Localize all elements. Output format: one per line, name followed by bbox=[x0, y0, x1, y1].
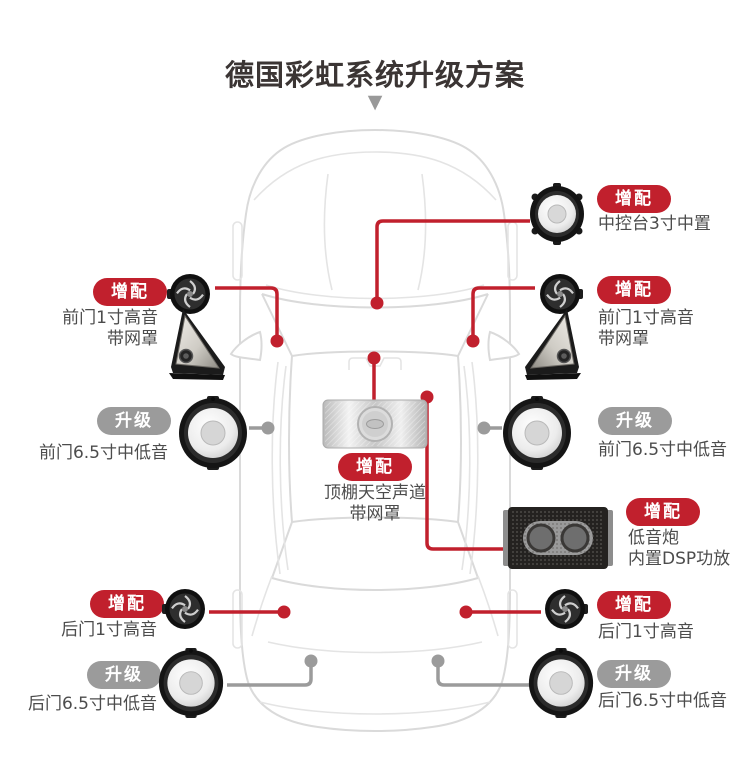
center-speaker-image bbox=[530, 183, 584, 245]
roof-speaker-image bbox=[322, 399, 428, 449]
label-line: 带网罩 bbox=[598, 329, 649, 349]
label-line: 中控台3寸中置 bbox=[598, 214, 711, 234]
midwoofer-speaker-image bbox=[528, 648, 594, 718]
tweeter-image bbox=[167, 274, 210, 314]
right-mirror bbox=[487, 330, 521, 362]
component-label: 中控台3寸中置 bbox=[598, 214, 711, 235]
add-badge: 增配 bbox=[597, 185, 671, 213]
label-line: 顶棚天空声道 bbox=[324, 483, 426, 503]
label-line: 内置DSP功放 bbox=[628, 549, 731, 569]
label-line: 低音炮 bbox=[628, 528, 679, 548]
upgrade-badge: 升级 bbox=[597, 660, 671, 688]
sail-panel-image bbox=[525, 309, 581, 380]
sail-panel-image bbox=[169, 309, 225, 380]
label-line: 后门6.5寸中低音 bbox=[27, 694, 157, 714]
component-label: 前门6.5寸中低音 bbox=[598, 440, 727, 461]
subwoofer-image bbox=[503, 507, 613, 569]
add-badge: 增配 bbox=[597, 276, 671, 304]
tweeter-image bbox=[545, 589, 588, 629]
component-label: 前门6.5寸中低音 bbox=[28, 443, 168, 464]
add-badge: 增配 bbox=[338, 453, 412, 481]
left-mirror bbox=[229, 330, 263, 362]
label-line: 后门6.5寸中低音 bbox=[598, 691, 728, 711]
upgrade-badge: 升级 bbox=[87, 661, 161, 689]
upgrade-badge: 升级 bbox=[97, 407, 171, 435]
midwoofer-speaker-image bbox=[503, 396, 571, 470]
add-badge: 增配 bbox=[90, 590, 164, 618]
label-line: 前门1寸高音 bbox=[598, 308, 694, 328]
component-label: 前门1寸高音 带网罩 bbox=[40, 308, 158, 350]
add-badge: 增配 bbox=[93, 278, 167, 306]
label-line: 带网罩 bbox=[107, 329, 158, 349]
component-label: 后门1寸高音 bbox=[598, 622, 694, 643]
component-label: 前门1寸高音 带网罩 bbox=[598, 308, 694, 350]
add-badge: 增配 bbox=[597, 591, 671, 619]
midwoofer-speaker-image bbox=[158, 648, 224, 718]
label-line: 前门1寸高音 bbox=[62, 308, 158, 328]
label-line: 后门1寸高音 bbox=[61, 620, 157, 640]
down-triangle-icon: ▼ bbox=[367, 91, 383, 113]
tweeter-image bbox=[162, 589, 205, 629]
upgrade-badge: 升级 bbox=[598, 407, 672, 435]
component-label: 后门6.5寸中低音 bbox=[598, 691, 727, 712]
add-badge: 增配 bbox=[626, 498, 700, 526]
midwoofer-speaker-image bbox=[179, 396, 247, 470]
tweeter-image bbox=[540, 274, 583, 314]
page-title: 德国彩虹系统升级方案 bbox=[224, 58, 525, 92]
component-label: 后门1寸高音 bbox=[40, 620, 157, 641]
label-line: 后门1寸高音 bbox=[598, 622, 694, 642]
label-line: 带网罩 bbox=[349, 504, 401, 524]
component-label: 后门6.5寸中低音 bbox=[20, 694, 157, 715]
label-line: 前门6.5寸中低音 bbox=[598, 440, 728, 460]
component-label: 顶棚天空声道 带网罩 bbox=[295, 483, 455, 525]
label-line: 前门6.5寸中低音 bbox=[38, 443, 168, 463]
component-label: 低音炮 内置DSP功放 bbox=[628, 528, 730, 570]
